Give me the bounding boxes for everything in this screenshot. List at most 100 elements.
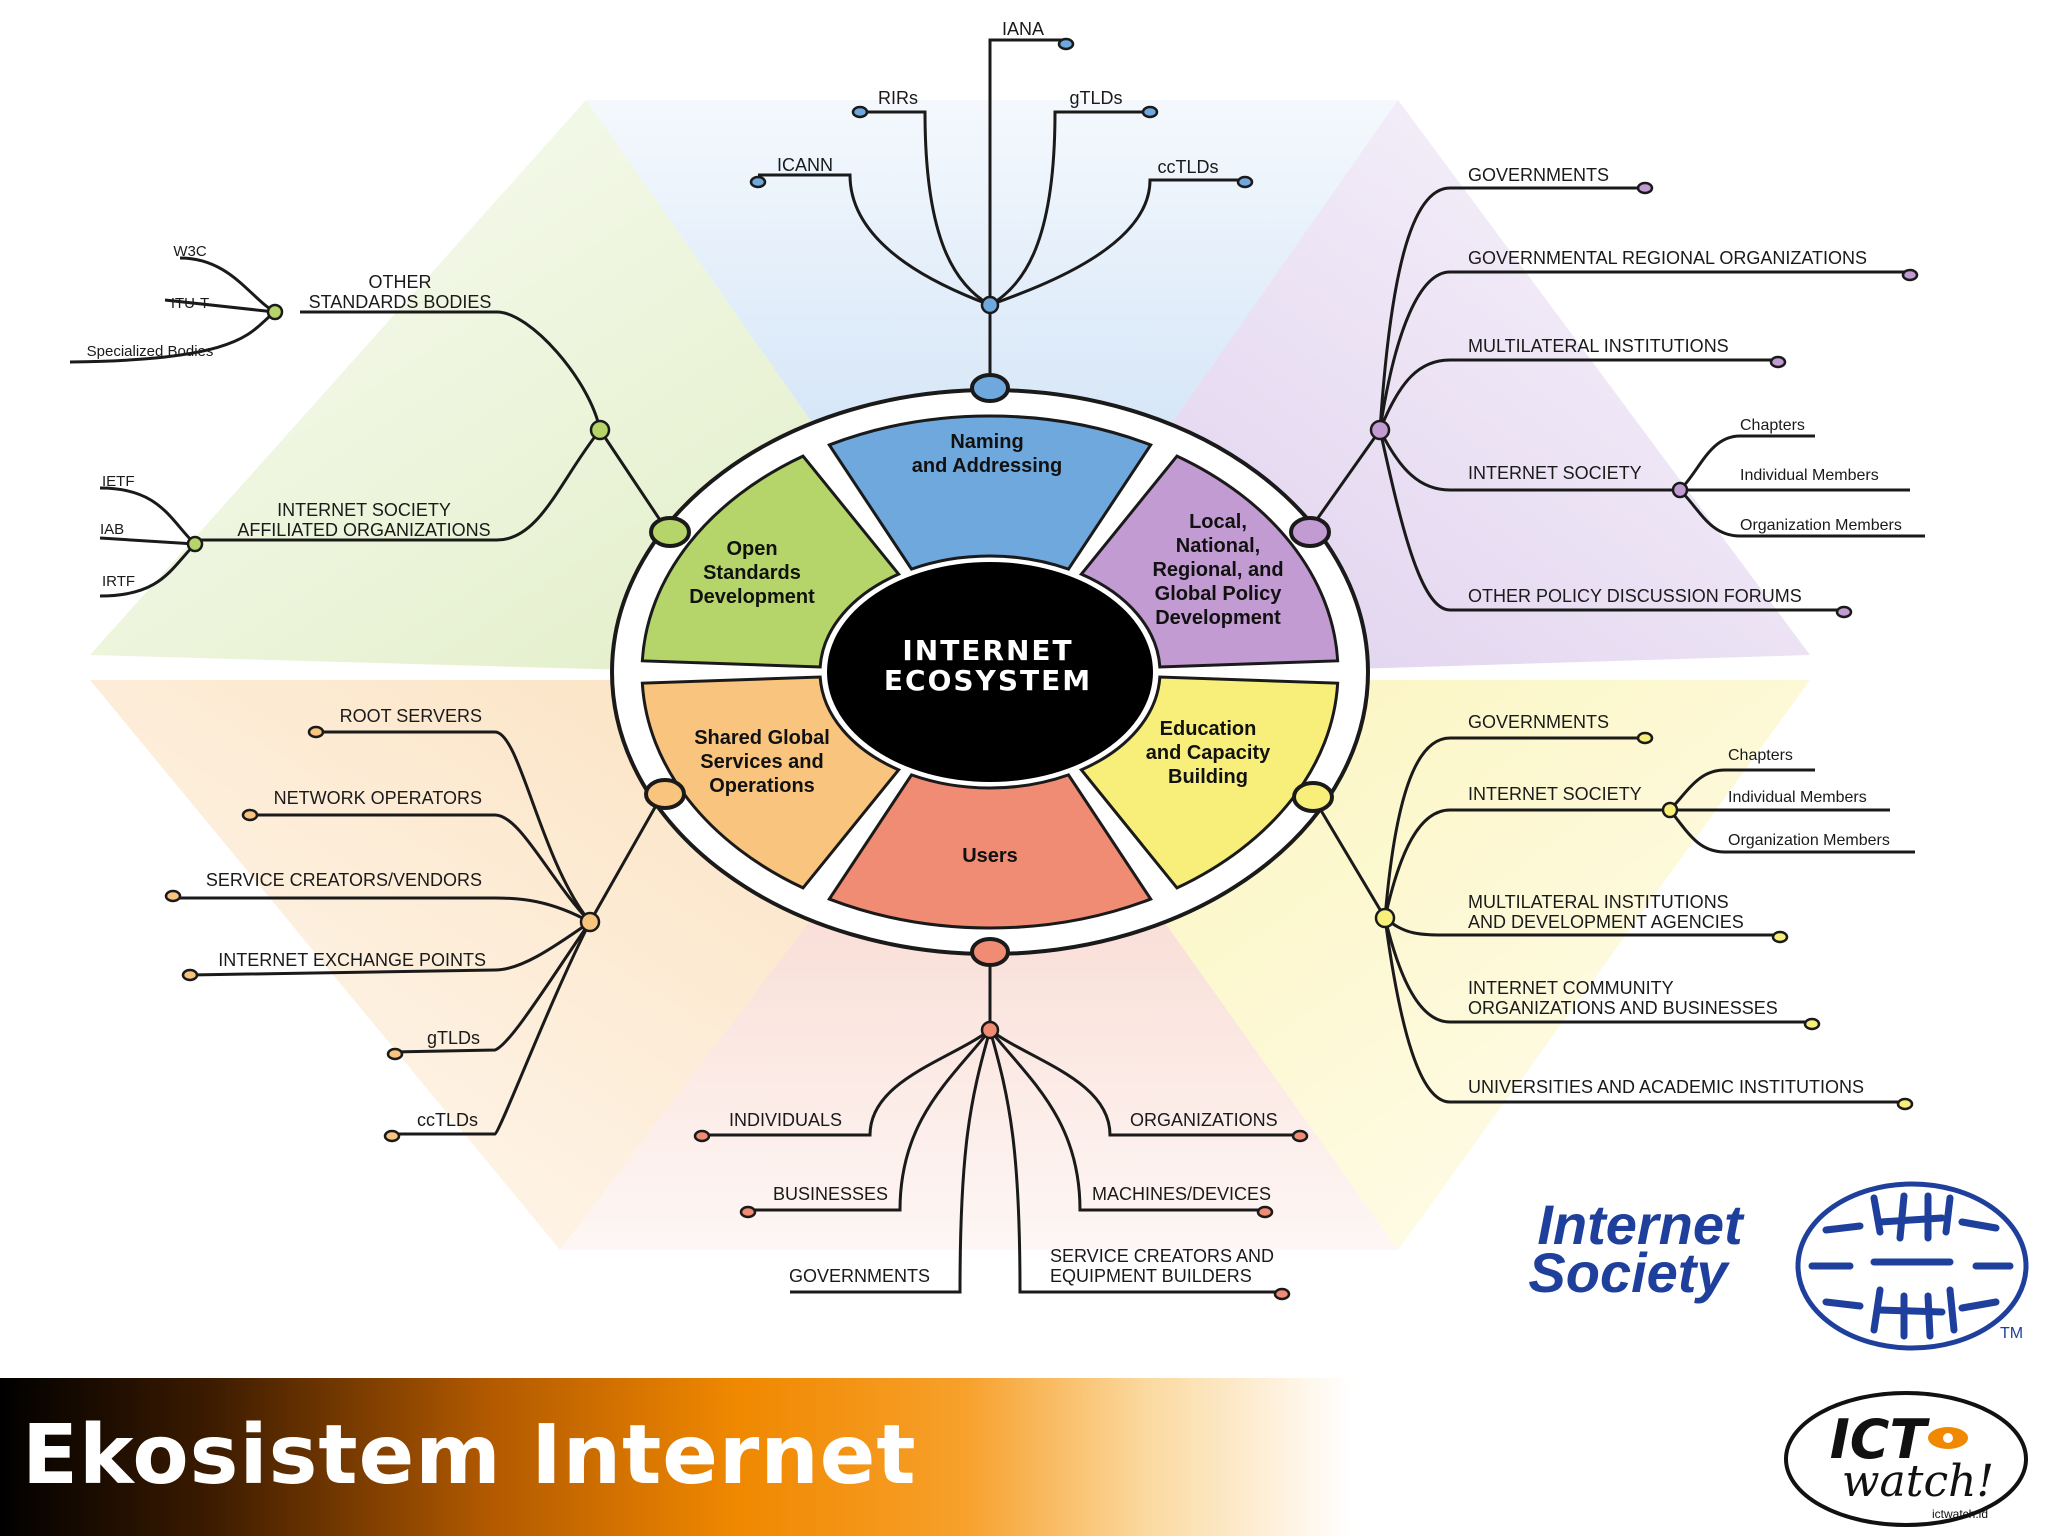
education-branch-label: GOVERNMENTS: [1468, 712, 1609, 732]
naming-branch-label-line: ICANN: [777, 155, 833, 175]
ict-logo-main: ICT: [1830, 1408, 1931, 1471]
users-branch-label-line: INDIVIDUALS: [729, 1110, 842, 1130]
isoc-logo-line1: Internet: [1537, 1193, 1745, 1256]
naming-branch-label-line: ccTLDs: [1157, 157, 1218, 177]
naming-branch-label-line: RIRs: [878, 88, 918, 108]
standards-leaf-label-line: IETF: [102, 473, 135, 490]
ict-logo-script: watch!: [1842, 1456, 1994, 1507]
users-branch-label-line: ORGANIZATIONS: [1130, 1110, 1278, 1130]
policy-isoc-label-line: Individual Members: [1740, 467, 1879, 484]
policy-isoc-label-line: Organization Members: [1740, 517, 1902, 534]
shared-branch-label: SERVICE CREATORS/VENDORS: [206, 870, 482, 890]
segment-label-line: Global Policy: [1155, 583, 1283, 605]
standards-leaf-label: IAB: [100, 521, 124, 538]
segment-label-line: Education: [1160, 718, 1257, 740]
segment-label-line: Open: [726, 538, 777, 560]
segment-label-line: and Capacity: [1146, 742, 1271, 764]
education-isoc-label-line: Individual Members: [1728, 789, 1867, 806]
standards-leaf-label: W3C: [173, 243, 207, 260]
education-branch-label: UNIVERSITIES AND ACADEMIC INSTITUTIONS: [1468, 1077, 1864, 1097]
isoc-logo-line2: Society: [1528, 1241, 1730, 1304]
shared-branch-label: ccTLDs: [417, 1110, 478, 1130]
policy-branch-label-line: MULTILATERAL INSTITUTIONS: [1468, 336, 1729, 356]
segment-policy: [1078, 454, 1340, 669]
standards-group-label-line: AFFILIATED ORGANIZATIONS: [237, 520, 490, 540]
naming-branch-label: RIRs: [878, 88, 918, 108]
center-label-line: ECOSYSTEM: [884, 664, 1092, 697]
users-branch-label-line: BUSINESSES: [773, 1184, 888, 1204]
education-branch-label-line: MULTILATERAL INSTITUTIONS: [1468, 892, 1729, 912]
standards-leaf-label-line: Specialized Bodies: [87, 343, 214, 360]
policy-branch-label: INTERNET SOCIETY: [1468, 463, 1642, 483]
isoc-trademark: TM: [2000, 1325, 2023, 1342]
shared-branch-label-line: gTLDs: [427, 1028, 480, 1048]
users-branch-label: INDIVIDUALS: [729, 1110, 842, 1130]
policy-branch-label: GOVERNMENTS: [1468, 165, 1609, 185]
education-isoc-label: Chapters: [1728, 747, 1793, 764]
eye-icon: [1928, 1427, 1968, 1449]
standards-leaf-label: ITU-T: [171, 295, 209, 312]
shared-branch-label-line: ccTLDs: [417, 1110, 478, 1130]
education-branch-label-line: ORGANIZATIONS AND BUSINESSES: [1468, 998, 1778, 1018]
segment-label-line: Services and: [700, 751, 823, 773]
shared-branch-label-line: SERVICE CREATORS/VENDORS: [206, 870, 482, 890]
policy-branch-label-line: GOVERNMENTS: [1468, 165, 1609, 185]
policy-branch-label-line: INTERNET SOCIETY: [1468, 463, 1642, 483]
education-branch-label-line: GOVERNMENTS: [1468, 712, 1609, 732]
segment-education: [1078, 675, 1340, 890]
slide-title: Ekosistem Internet: [22, 1408, 917, 1503]
center-label-line: INTERNET: [902, 634, 1073, 667]
policy-branch-label: MULTILATERAL INSTITUTIONS: [1468, 336, 1729, 356]
ictwatch-logo: ICT watch! ictwatch.id: [1784, 1391, 2028, 1527]
naming-branch-label-line: IANA: [1002, 19, 1044, 39]
segment-label-users: Users: [962, 845, 1018, 867]
branch-dots: [164, 37, 1919, 1301]
shared-branch-label-line: ROOT SERVERS: [340, 706, 482, 726]
branch-lines: [69, 38, 1925, 1294]
naming-branch-label: ccTLDs: [1157, 157, 1218, 177]
education-isoc-label: Organization Members: [1728, 832, 1890, 849]
users-branch-label-line: SERVICE CREATORS AND: [1050, 1246, 1274, 1266]
policy-isoc-label: Individual Members: [1740, 467, 1879, 484]
education-branch-label: INTERNET SOCIETY: [1468, 784, 1642, 804]
standards-leaf-label-line: ITU-T: [171, 295, 209, 312]
shared-branch-label: INTERNET EXCHANGE POINTS: [218, 950, 486, 970]
shared-branch-label: ROOT SERVERS: [340, 706, 482, 726]
users-branch-label: GOVERNMENTS: [789, 1266, 930, 1286]
policy-isoc-label: Chapters: [1740, 417, 1805, 434]
naming-branch-label: ICANN: [777, 155, 833, 175]
standards-leaf-label-line: W3C: [173, 243, 207, 260]
segment-label-line: Standards: [703, 562, 801, 584]
policy-branch-label-line: GOVERNMENTAL REGIONAL ORGANIZATIONS: [1468, 248, 1867, 268]
education-isoc-label-line: Chapters: [1728, 747, 1793, 764]
standards-leaf-label: IETF: [102, 473, 135, 490]
segment-label-line: National,: [1176, 535, 1260, 557]
segment-label-line: Local,: [1189, 511, 1247, 533]
users-branch-label: BUSINESSES: [773, 1184, 888, 1204]
users-branch-label-line: MACHINES/DEVICES: [1092, 1184, 1271, 1204]
standards-leaf-label-line: IRTF: [102, 573, 135, 590]
education-branch-label-line: UNIVERSITIES AND ACADEMIC INSTITUTIONS: [1468, 1077, 1864, 1097]
shared-branch-label-line: NETWORK OPERATORS: [274, 788, 482, 808]
ict-logo-url: ictwatch.id: [1932, 1507, 1988, 1521]
users-branch-label-line: GOVERNMENTS: [789, 1266, 930, 1286]
education-isoc-label-line: Organization Members: [1728, 832, 1890, 849]
segment-label-line: Shared Global: [694, 727, 830, 749]
standards-group-label-line: STANDARDS BODIES: [309, 292, 492, 312]
segment-naming: [827, 414, 1153, 571]
segment-label-line: Development: [689, 586, 815, 608]
segment-label-line: and Addressing: [912, 455, 1062, 477]
standards-leaf-label-line: IAB: [100, 521, 124, 538]
segment-standards: [640, 454, 902, 669]
segment-label-line: Development: [1155, 607, 1281, 629]
standards-leaf-label: Specialized Bodies: [87, 343, 214, 360]
